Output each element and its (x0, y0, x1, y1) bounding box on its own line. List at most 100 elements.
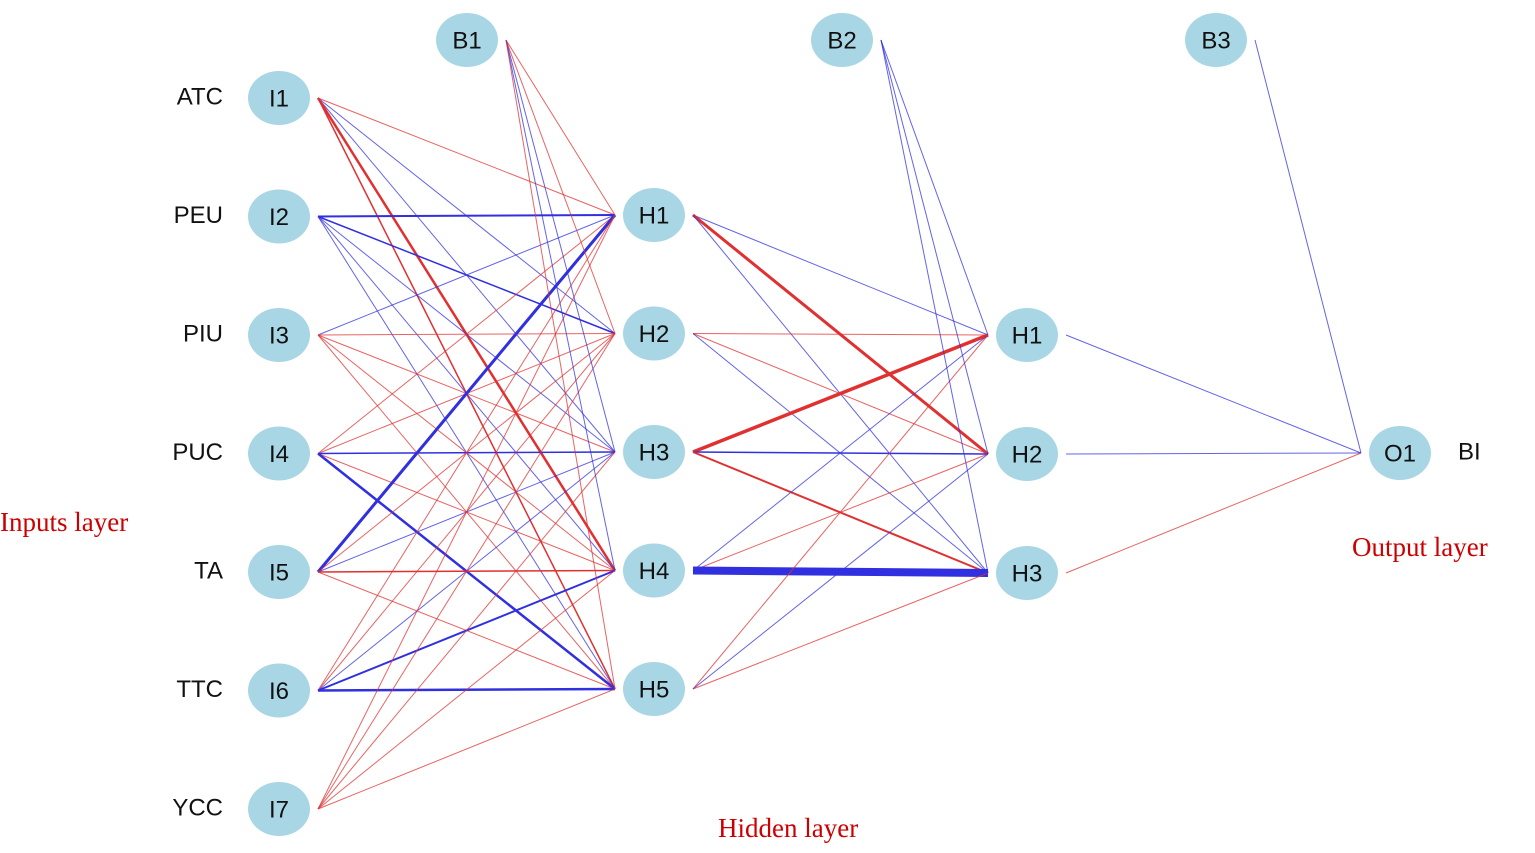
edge-ha4-hb1 (692, 334, 989, 571)
node-ellipse-ha2 (623, 306, 685, 361)
edge-i7-ha1 (317, 214, 616, 810)
node-b3: B3 (1185, 13, 1247, 67)
node-label-i5: I5 (269, 560, 289, 587)
edge-hb2-o1 (1065, 452, 1362, 455)
node-hb3: H3 (996, 546, 1058, 600)
edge-ha5-hb2 (692, 453, 989, 690)
edge-ha5-hb1 (692, 334, 989, 690)
node-hb2: H2 (996, 427, 1058, 481)
node-ellipse-i3 (248, 308, 310, 362)
node-b1: B1 (436, 13, 498, 67)
edge-i4-ha1 (317, 214, 616, 454)
edge-b1-ha5 (505, 39, 616, 690)
node-label-i4: I4 (269, 441, 289, 468)
edge-i7-ha4 (317, 570, 616, 810)
variable-label-peu: PEU (174, 202, 223, 229)
node-o1: O1 BI (1369, 426, 1481, 480)
node-i3: I3 PIU (183, 308, 310, 362)
node-ellipse-hb1 (996, 308, 1058, 362)
node-ha3: H3 (623, 425, 685, 479)
node-i5: I5 TA (194, 545, 310, 599)
node-ha2: H2 (623, 306, 685, 361)
edge-i5-ha1 (316, 214, 617, 573)
edge-i1-ha1 (317, 97, 616, 216)
edge-ha3-hb1 (692, 333, 989, 454)
node-ha1: H1 (623, 188, 685, 242)
node-ellipse-b2 (811, 13, 873, 67)
variable-label-piu: PIU (183, 321, 223, 348)
node-ellipse-i6 (248, 663, 310, 718)
node-label-ha3: H3 (639, 440, 670, 467)
node-label-i7: I7 (269, 797, 289, 824)
node-i4: I4 PUC (172, 426, 310, 481)
node-i1: I1 ATC (177, 71, 310, 125)
node-ellipse-hb2 (996, 427, 1058, 481)
node-ellipse-i2 (248, 189, 310, 244)
edge-i3-ha1 (317, 214, 616, 336)
edge-i7-ha5 (317, 688, 616, 810)
node-label-b1: B1 (452, 28, 481, 55)
node-ellipse-hb3 (996, 546, 1058, 600)
node-ellipse-ha4 (623, 543, 685, 598)
edge-b2-hb3 (880, 39, 989, 574)
edge-ha5-hb3 (692, 572, 989, 690)
nodes: I1 ATC I2 PEU I3 PIU I4 PUC I5 TA I6 TTC I7 YCC B1 B2 B3… (172, 13, 1481, 836)
node-label-ha4: H4 (639, 558, 670, 585)
edge-b1-ha1 (505, 39, 616, 216)
node-ellipse-i4 (248, 426, 310, 481)
node-ellipse-ha1 (623, 188, 685, 242)
node-label-i1: I1 (269, 86, 289, 113)
variable-label-atc: ATC (177, 84, 223, 111)
node-label-hb3: H3 (1012, 561, 1043, 588)
edge-b2-hb2 (880, 39, 989, 455)
node-i7: I7 YCC (172, 782, 310, 836)
node-label-b3: B3 (1201, 28, 1230, 55)
node-label-hb1: H1 (1012, 323, 1043, 350)
node-label-i2: I2 (269, 204, 289, 231)
node-label-o1: O1 (1384, 441, 1416, 468)
output-layer-label: Output layer (1352, 532, 1488, 562)
edge-b3-o1 (1254, 39, 1362, 454)
node-ellipse-o1 (1369, 426, 1431, 480)
edge-i7-ha3 (317, 451, 616, 810)
inputs-layer-label: Inputs layer (0, 507, 128, 537)
connections (316, 39, 1362, 810)
edge-i6-ha1 (317, 214, 616, 691)
node-label-i3: I3 (269, 323, 289, 350)
edge-b1-ha3 (505, 39, 616, 453)
node-ellipse-b3 (1185, 13, 1247, 67)
node-label-hb2: H2 (1012, 442, 1043, 469)
node-i6: I6 TTC (176, 663, 310, 718)
variable-label-ycc: YCC (172, 795, 223, 822)
node-ha5: H5 (623, 662, 685, 716)
variable-label-ta: TA (194, 558, 223, 585)
node-ellipse-i7 (248, 782, 310, 836)
edge-i2-ha1 (317, 214, 616, 218)
hidden-layer-label: Hidden layer (718, 813, 858, 843)
node-ellipse-i1 (248, 71, 310, 125)
node-ellipse-ha3 (623, 425, 685, 479)
node-ha4: H4 (623, 543, 685, 598)
variable-label-bi: BI (1458, 439, 1481, 466)
node-b2: B2 (811, 13, 873, 67)
edge-hb1-o1 (1065, 334, 1362, 454)
variable-label-puc: PUC (172, 439, 223, 466)
edge-hb3-o1 (1065, 452, 1362, 574)
edge-b1-ha2 (505, 39, 616, 334)
edge-b2-hb1 (880, 39, 989, 336)
node-label-i6: I6 (269, 678, 289, 705)
node-label-ha2: H2 (639, 321, 670, 348)
edge-i7-ha2 (317, 333, 616, 810)
node-label-ha5: H5 (639, 677, 670, 704)
node-label-ha1: H1 (639, 203, 670, 230)
node-ellipse-ha5 (623, 662, 685, 716)
node-ellipse-b1 (436, 13, 498, 67)
edge-b1-ha4 (505, 39, 616, 571)
node-ellipse-i5 (248, 545, 310, 599)
node-hb1: H1 (996, 308, 1058, 362)
edge-ha1-hb1 (692, 214, 989, 336)
variable-label-ttc: TTC (176, 676, 223, 703)
node-label-b2: B2 (827, 28, 856, 55)
edge-ha2-hb1 (692, 333, 989, 336)
